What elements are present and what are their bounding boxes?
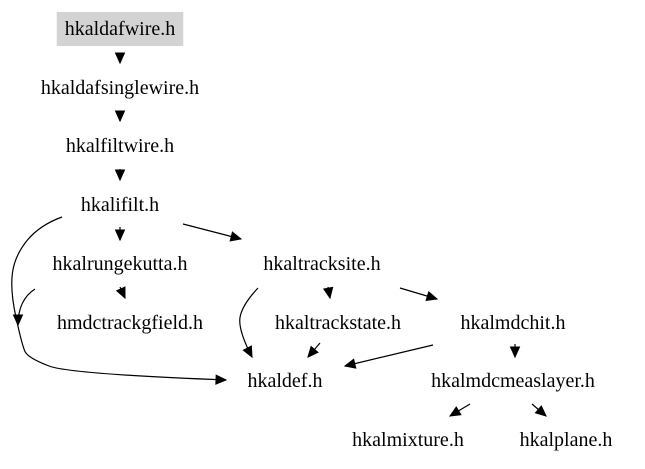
edge-hkalfiltwire-to-hkalifilt (114, 169, 126, 182)
edges-layer (11, 52, 547, 417)
node-label: hkalmdcmeaslayer.h (431, 370, 595, 392)
edge-hkaltracksite-to-hkalmdchit (399, 287, 439, 302)
node-label: hkalfiltwire.h (66, 135, 174, 157)
node-hkaltrackstate[interactable]: hkaltrackstate.h (275, 312, 401, 334)
node-label: hmdctrackgfield.h (57, 312, 203, 334)
node-label: hkalmdchit.h (461, 312, 566, 334)
arrowhead-icon (114, 229, 126, 242)
node-hkalifilt[interactable]: hkalifilt.h (81, 194, 159, 216)
arrowhead-icon (114, 110, 126, 123)
edge-line (239, 287, 259, 358)
edge-hkalmdchit-to-hkalmdcmeaslayer (509, 344, 521, 359)
node-label: hkalrungekutta.h (53, 253, 188, 275)
arrowhead-icon (425, 290, 439, 302)
node-label: hkaltrackstate.h (275, 312, 401, 334)
edge-hkalmdcmeaslayer-to-hkalmixture (448, 403, 471, 417)
node-label: hkalmixture.h (352, 429, 464, 451)
arrowhead-icon (242, 345, 253, 359)
edge-line (11, 216, 227, 381)
node-hkalplane[interactable]: hkalplane.h (520, 429, 613, 451)
node-hkaltracksite[interactable]: hkaltracksite.h (263, 253, 380, 275)
edge-hkaldafwire-to-hkaldafsinglewire (114, 52, 126, 65)
edge-hkalifilt-to-hkalrungekutta (114, 227, 126, 242)
node-label: hkaltracksite.h (263, 253, 380, 275)
node-hkalmdchit[interactable]: hkalmdchit.h (461, 312, 566, 334)
node-hmdctrackgfield[interactable]: hmdctrackgfield.h (57, 312, 203, 334)
edge-hkaltrackstate-to-hkaldef (307, 342, 321, 358)
arrowhead-icon (229, 231, 243, 242)
arrowhead-icon (343, 358, 357, 369)
edge-hkalrungekutta-to-hkaldef (12, 288, 36, 327)
node-hkaldafwire[interactable]: hkaldafwire.h (56, 12, 184, 46)
node-hkalrungekutta[interactable]: hkalrungekutta.h (53, 253, 188, 275)
edge-hkaltracksite-to-hkaltrackstate (322, 286, 334, 300)
node-hkalmixture[interactable]: hkalmixture.h (352, 429, 464, 451)
arrowhead-icon (509, 346, 521, 359)
node-label: hkalifilt.h (81, 194, 159, 216)
edge-hkaldafsinglewire-to-hkalfiltwire (114, 110, 126, 123)
edge-hkaltracksite-to-hkaldef (239, 287, 259, 359)
edge-hkalifilt-to-hkaldef (11, 216, 228, 385)
node-hkaldef[interactable]: hkaldef.h (248, 370, 323, 392)
arrowhead-icon (322, 286, 334, 300)
node-label: hkaldef.h (248, 370, 323, 392)
nodes-layer: hkaldafwire.h hkaldafsinglewire.h hkalfilt… (41, 12, 613, 451)
node-hkaldafsinglewire[interactable]: hkaldafsinglewire.h (41, 77, 199, 99)
node-label: hkaldafsinglewire.h (41, 77, 199, 99)
node-label: hkaldafwire.h (65, 18, 176, 40)
edge-hkalrungekutta-to-hmdctrackgfield (115, 286, 126, 300)
arrowhead-icon (114, 169, 126, 182)
edge-hkalifilt-to-hkaltracksite (182, 223, 243, 242)
arrowhead-icon (114, 52, 126, 65)
arrowhead-icon (448, 406, 462, 417)
arrowhead-icon (215, 374, 228, 385)
arrowhead-icon (12, 314, 24, 327)
edge-line (344, 344, 434, 367)
arrowhead-icon (115, 286, 126, 300)
node-hkalmdcmeaslayer[interactable]: hkalmdcmeaslayer.h (431, 370, 595, 392)
edge-hkalmdcmeaslayer-to-hkalplane (531, 403, 547, 417)
arrowhead-icon (534, 405, 547, 417)
node-hkalfiltwire[interactable]: hkalfiltwire.h (66, 135, 174, 157)
node-label: hkalplane.h (520, 429, 613, 451)
edge-hkalmdchit-to-hkaldef (343, 344, 434, 369)
highlight-box (56, 12, 184, 46)
arrowhead-icon (307, 345, 319, 358)
